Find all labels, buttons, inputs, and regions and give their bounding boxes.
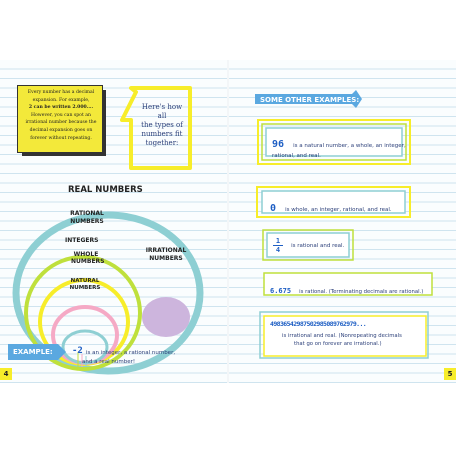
info-box: Every number has a decimal expansion. Fo… [17,85,103,153]
book-spread: Every number has a decimal expansion. Fo… [0,60,456,383]
example-text-line: is an integer, a rational number, [86,350,176,356]
info-line: 2 can be written 2.000.... [28,105,94,111]
example-96-text: rational, and real. [272,153,321,159]
right-page-decor [255,90,433,359]
info-line: decimal expansion goes on [29,127,93,133]
header-banner-icon [255,90,362,108]
info-line: irrational number because the [25,120,97,126]
callout-line: the types of [141,121,183,129]
page-number-left: 4 [0,368,12,380]
natural-label-line: NATURAL [70,278,100,284]
natural-numbers-ring [61,329,109,365]
info-line: However, you can spot an [31,112,91,118]
whole-label: WHOLE NUMBERS [71,251,105,265]
example-decimal-text: is rational. (Terminating decimals are r… [299,289,424,295]
fraction-denominator: 4 [275,245,281,254]
whole-label-line: WHOLE [73,251,99,258]
whole-label-line: NUMBERS [71,258,105,265]
venn-title: REAL NUMBERS [68,185,143,195]
callout-line: Here's how all [141,103,183,120]
callout-line: together: [145,139,179,147]
example-96: 96 is a natural number, a whole, an inte… [272,132,406,159]
example-banner-icon [8,344,66,360]
example-irrational-number: 49836542987502985089762979... [270,320,367,328]
irrational-label-line: NUMBERS [149,255,183,262]
integers-label: INTEGERS [65,237,99,244]
page-gutter [227,60,229,383]
example-fraction: 1 4 is rational and real. [273,235,344,255]
example-96-text: is a natural number, a whole, an integer… [293,143,406,149]
example-96-number: 96 [272,139,285,150]
info-line: expansion. For example, [32,97,90,103]
example-irrational-text: is irrational and real. (Nonrepeating de… [282,333,402,339]
example-0-text: is whole, an integer, rational, and real… [285,207,392,213]
example-label: EXAMPLE: [13,348,53,356]
example-irrational: 49836542987502985089762979... is irratio… [270,320,402,347]
example-0-number: 0 [270,203,277,214]
example-irrational-text: that go on forever are irrational.) [294,341,382,347]
irrational-label: IRRATIONAL NUMBERS [142,247,190,263]
example-fraction-text: is rational and real. [291,242,345,249]
real-numbers-ring [12,211,204,375]
example-decimal: 6.675 is rational. (Terminating decimals… [270,278,423,297]
rational-numbers-ring [24,255,142,371]
info-line: forever without repeating. [30,135,92,141]
irrational-label-line: IRRATIONAL [145,247,187,254]
callout-arrow-icon [120,86,192,170]
rational-label: RATIONAL NUMBERS [70,210,104,225]
page-number-right: 5 [444,368,456,380]
natural-label-line: NUMBERS [69,285,101,291]
example-text-line: and a real number! [82,359,136,365]
venn-diagram [12,211,204,375]
example-decimal-number: 6.675 [270,287,292,295]
irrational-numbers-blob [142,297,190,337]
callout-text: Here's how all the types of numbers fit … [138,103,186,148]
example-number: -2 [72,346,83,356]
fraction-numerator: 1 [273,237,283,246]
natural-label: NATURAL NUMBERS [69,278,101,292]
example-text: is an integer, a rational number, and a … [82,349,176,367]
callout-line: numbers fit [141,130,183,138]
example-0: 0 is whole, an integer, rational, and re… [270,196,392,215]
fraction: 1 4 [273,237,283,255]
info-line: Every number has a decimal [27,90,95,95]
examples-header: SOME OTHER EXAMPLES: [260,96,360,104]
